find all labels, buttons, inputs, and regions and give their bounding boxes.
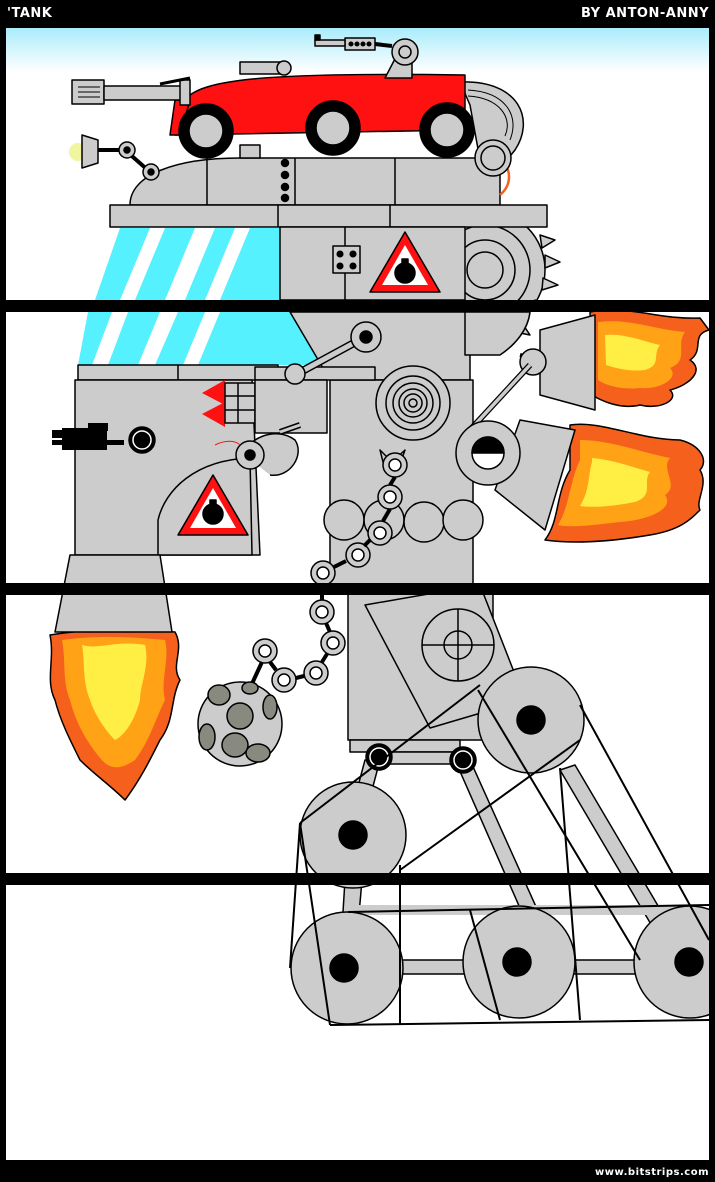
half-dark-dial (455, 420, 521, 486)
rocket-flame-upper (589, 309, 709, 407)
comic-title-text: 'TANK (7, 6, 53, 21)
rocket-flame-left (49, 629, 181, 801)
bomb-warning-sign (369, 231, 441, 293)
rocket-pod-upper (519, 314, 596, 411)
frame-top (0, 0, 715, 28)
wheel-upper-left (299, 781, 407, 889)
red-arrow-markers (202, 380, 256, 427)
wrecking-ball (197, 661, 283, 767)
main-cannon (71, 76, 191, 106)
bitstrips-url[interactable]: www.bitstrips.com (595, 1167, 709, 1178)
panel-divider-3 (0, 873, 715, 885)
cyan-light-beam (78, 228, 335, 365)
chain (252, 449, 408, 693)
frame-bottom (0, 1160, 715, 1182)
rocket-flame-lower (544, 423, 705, 543)
panel-divider-2 (0, 583, 715, 595)
wheel-upper-right (477, 666, 585, 774)
comic-byline-text: BY ANTON-ANNY (580, 6, 709, 21)
track-base (290, 905, 709, 1025)
track-belts (289, 684, 709, 1026)
panel-divider-1 (0, 300, 715, 312)
roof-turret-gun (314, 34, 419, 79)
comic-header-overlay: 'TANK BY ANTON-ANNY (0, 0, 715, 28)
exhaust-pipe (459, 81, 525, 196)
lamp-arm (69, 134, 160, 181)
shoulder-linkage (284, 321, 382, 385)
bomb-warning-sign-2 (177, 474, 249, 536)
target-disc (375, 365, 451, 441)
red-car-on-top (169, 60, 475, 159)
elbow-joint (214, 422, 301, 476)
